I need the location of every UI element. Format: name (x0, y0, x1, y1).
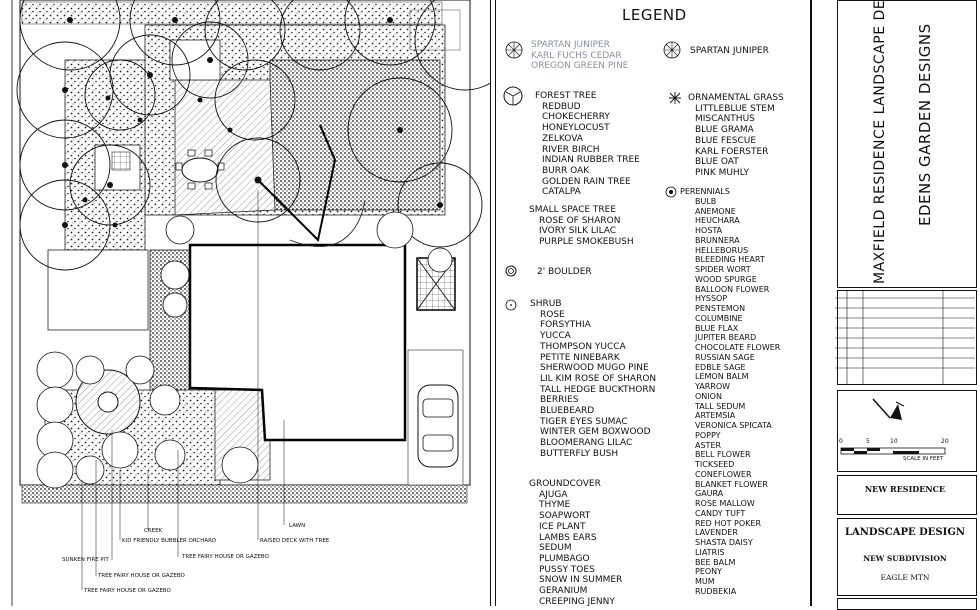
landscape-design-label: LANDSCAPE DESIGN (844, 527, 966, 538)
legend-title: LEGEND (622, 6, 687, 24)
ornamental-grass-icon (669, 92, 681, 104)
scale-box (837, 390, 977, 472)
revision-table (837, 290, 977, 385)
subdivision-label: NEW SUBDIVISION (863, 554, 947, 563)
car-icon (417, 384, 459, 468)
scale-bar (840, 447, 946, 455)
perennials-icon (665, 186, 677, 198)
site-plan (11, 0, 490, 606)
design-box (837, 518, 977, 596)
callout-creek: CREEK (144, 528, 163, 534)
legend-group-boulder: 2' BOULDER (537, 267, 592, 277)
title-box (837, 0, 977, 288)
scale-tick-5: 5 (866, 438, 870, 445)
sheet-info-box (837, 598, 977, 610)
legend-group-small-space-tree: SMALL SPACE TREE ROSE OF SHARON IVORY SI… (529, 205, 634, 248)
designer-name: EDENS GARDEN DESIGNS (916, 23, 934, 226)
callout-fairy-house-2: TREE FAIRY HOUSE OR GAZEBO (98, 573, 185, 579)
forest-tree-icon (503, 86, 523, 106)
legend-group-perennials: PERENNIALS BULB ANEMONE HEUCHARA HOSTA B… (680, 187, 781, 596)
callout-fairy-house-3: TREE FAIRY HOUSE OR GAZEBO (84, 588, 171, 594)
callout-raised-deck: RAISED DECK WITH TREE (260, 538, 330, 544)
patio-table-icon (175, 149, 225, 190)
legend-group-shrub: SHRUB ROSE FORSYTHIA YUCCA THOMPSON YUCC… (530, 299, 657, 459)
legend-group-forest-tree: FOREST TREE REDBUD CHOKECHERRY HONEYLOCU… (535, 91, 640, 198)
revision-table-lines (835, 290, 975, 385)
legend-group-spartan-grey: SPARTAN JUNIPER KARL FUCHS CEDAR OREGON … (531, 40, 629, 72)
boulder-icon (505, 265, 517, 277)
legend-group-spartan: SPARTAN JUNIPER (690, 46, 769, 56)
scale-tick-20: 20 (941, 438, 949, 445)
location-label: EAGLE MTN (880, 573, 930, 582)
fire-pit-icon (75, 369, 141, 435)
scale-tick-10: 10 (890, 438, 898, 445)
callout-sunken-fire-pit: SUNKEN FIRE PIT (62, 557, 109, 563)
shrub-icon (505, 299, 517, 311)
spartan-juniper-icon (505, 41, 523, 59)
callout-bubbler-orchard: KID FRIENDLY BUBBLER ORCHARD (122, 538, 217, 544)
legend-group-ornamental-grass: ORNAMENTAL GRASS LITTLEBLUE STEM MISCANT… (688, 93, 784, 178)
callout-lawn: LAWN (289, 523, 306, 529)
project-title: MAXFIELD RESIDENCE LANDSCAPE DESIGN (872, 0, 888, 284)
scale-tick-0: 0 (839, 438, 843, 445)
title-block (810, 0, 980, 610)
legend-group-groundcover: GROUNDCOVER AJUGA THYME SOAPWORT ICE PLA… (529, 479, 623, 607)
callout-fairy-house-1: TREE FAIRY HOUSE OR GAZEBO (182, 554, 269, 560)
north-arrow-icon (872, 398, 905, 420)
spartan-juniper-icon (663, 41, 681, 59)
new-residence-label: NEW RESIDENCE (864, 484, 946, 494)
scale-label: SCALE IN FEET (903, 456, 944, 462)
project-box (837, 475, 977, 515)
sheet-divider (490, 0, 496, 606)
